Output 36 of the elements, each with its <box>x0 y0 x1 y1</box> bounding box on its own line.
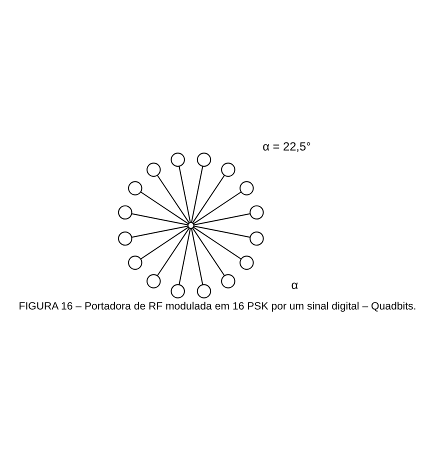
node-circle <box>240 181 254 196</box>
node-circle <box>240 256 254 270</box>
node-circle <box>187 222 194 229</box>
node-circle <box>250 231 264 246</box>
node-circle <box>196 152 212 167</box>
node-circle <box>250 205 264 220</box>
node-circle <box>118 205 132 220</box>
connector <box>131 213 188 226</box>
connector <box>131 226 188 238</box>
connector <box>140 226 189 260</box>
node-circle <box>146 274 161 288</box>
node-circle <box>221 162 236 177</box>
connector <box>193 192 242 224</box>
connector <box>156 228 190 276</box>
connector <box>140 192 189 224</box>
node-circle <box>146 162 161 177</box>
node-circle <box>128 256 142 270</box>
node-circle <box>118 231 132 246</box>
connector <box>193 226 242 260</box>
connector <box>156 174 190 224</box>
connector <box>192 174 225 224</box>
node-circle <box>128 181 142 196</box>
caption: FIGURA 16 – Portadora de RF modulada em 16 PSK por um sinal digital – Quadbits. <box>18 300 416 312</box>
connector <box>178 228 191 286</box>
connector <box>178 166 191 223</box>
node-circle <box>170 152 185 167</box>
connector <box>193 226 251 238</box>
connector <box>193 213 251 226</box>
connector <box>191 228 204 286</box>
node-circle <box>221 274 236 288</box>
node-circle <box>196 284 212 298</box>
label: α = 22,5° <box>262 139 311 154</box>
label: α <box>291 278 298 292</box>
node-circle <box>170 284 185 298</box>
connector <box>191 166 204 223</box>
connector <box>192 228 225 276</box>
